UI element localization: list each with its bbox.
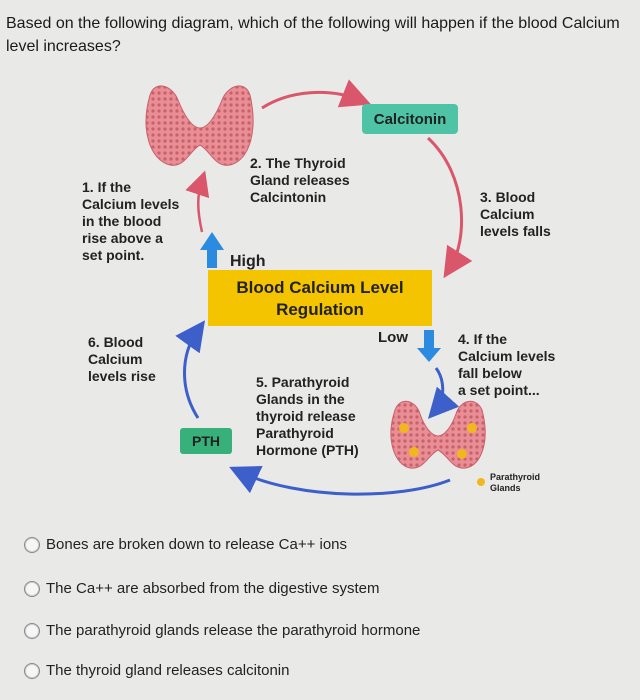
option-label: Bones are broken down to release Ca++ io… (46, 536, 348, 553)
parathyroid-glands-icon (390, 400, 486, 469)
pth-badge (180, 428, 232, 454)
step3-text: 3. Blood Calcium levels falls (480, 189, 551, 239)
svg-text:fall below: fall below (458, 365, 522, 381)
parathyroid-legend: Parathyroid Glands (477, 472, 540, 493)
radio-button[interactable] (24, 536, 40, 553)
svg-text:a set point...: a set point... (458, 382, 540, 398)
step6-text: 6. Blood Calcium levels rise (88, 334, 156, 384)
option-2[interactable]: The Ca++ are absorbed from the digestive… (24, 580, 380, 597)
low-down-arrow-icon (417, 330, 441, 362)
center-title-line1: Blood Calcium Level (236, 278, 403, 297)
low-label: Low (378, 329, 408, 346)
svg-text:1. If the: 1. If the (82, 179, 131, 195)
option-4[interactable]: The thyroid gland releases calcitonin (24, 662, 289, 679)
option-label: The thyroid gland releases calcitonin (46, 662, 290, 679)
calcitonin-to-box-arrow (426, 136, 473, 279)
parathyroid-to-pth-arrow (229, 466, 451, 496)
svg-text:Glands: Glands (490, 483, 521, 493)
svg-text:Hormone (PTH): Hormone (PTH) (256, 442, 359, 458)
option-label: The parathyroid glands release the parat… (46, 622, 421, 639)
svg-text:2. The Thyroid: 2. The Thyroid (250, 155, 346, 171)
question-text: Based on the following diagram, which of… (6, 15, 620, 55)
svg-text:Calcintonin: Calcintonin (250, 189, 326, 205)
svg-text:Gland releases: Gland releases (250, 172, 350, 188)
radio-button[interactable] (24, 622, 40, 639)
svg-text:Calcium: Calcium (480, 206, 534, 222)
svg-text:6. Blood: 6. Blood (88, 334, 143, 350)
radio-button[interactable] (24, 662, 40, 679)
svg-text:4. If the: 4. If the (458, 331, 507, 347)
thyroid-to-calcitonin-arrow (261, 79, 372, 110)
step4-text: 4. If the Calcium levels fall below a se… (458, 331, 555, 398)
svg-text:Parathyroid: Parathyroid (490, 472, 540, 482)
svg-text:rise above a: rise above a (82, 230, 163, 246)
svg-text:3. Blood: 3. Blood (480, 189, 535, 205)
center-title-line2: Regulation (276, 300, 364, 319)
option-label: The Ca++ are absorbed from the digestive… (46, 580, 380, 597)
thyroid-gland-icon (145, 85, 254, 166)
svg-text:set point.: set point. (82, 247, 144, 263)
high-label: High (230, 253, 266, 270)
step1-to-thyroid-arrow (185, 170, 210, 233)
calcitonin-badge (362, 104, 458, 134)
svg-text:thyroid release: thyroid release (256, 408, 356, 424)
svg-text:Parathyroid: Parathyroid (256, 425, 334, 441)
step2-text: 2. The Thyroid Gland releases Calcintoni… (250, 155, 350, 205)
pth-to-box-arrow (175, 320, 206, 419)
step1-text: 1. If the Calcium levels in the blood ri… (82, 179, 179, 263)
step5-text: 5. Parathyroid Glands in the thyroid rel… (256, 374, 359, 458)
center-box (208, 270, 432, 326)
svg-text:in the blood: in the blood (82, 213, 161, 229)
svg-text:levels falls: levels falls (480, 223, 551, 239)
option-1[interactable]: Bones are broken down to release Ca++ io… (24, 536, 347, 553)
svg-text:Glands in the: Glands in the (256, 391, 345, 407)
pth-label: PTH (192, 433, 220, 449)
svg-text:Calcium levels: Calcium levels (82, 196, 179, 212)
calcitonin-label: Calcitonin (374, 111, 447, 128)
svg-text:Calcium: Calcium (88, 351, 142, 367)
svg-text:5. Parathyroid: 5. Parathyroid (256, 374, 349, 390)
svg-text:Calcium levels: Calcium levels (458, 348, 555, 364)
radio-button[interactable] (24, 580, 40, 597)
option-3[interactable]: The parathyroid glands release the parat… (24, 622, 420, 639)
high-up-arrow-icon (200, 232, 224, 268)
svg-text:levels rise: levels rise (88, 368, 156, 384)
low-to-parathyroid-arrow (427, 367, 460, 419)
